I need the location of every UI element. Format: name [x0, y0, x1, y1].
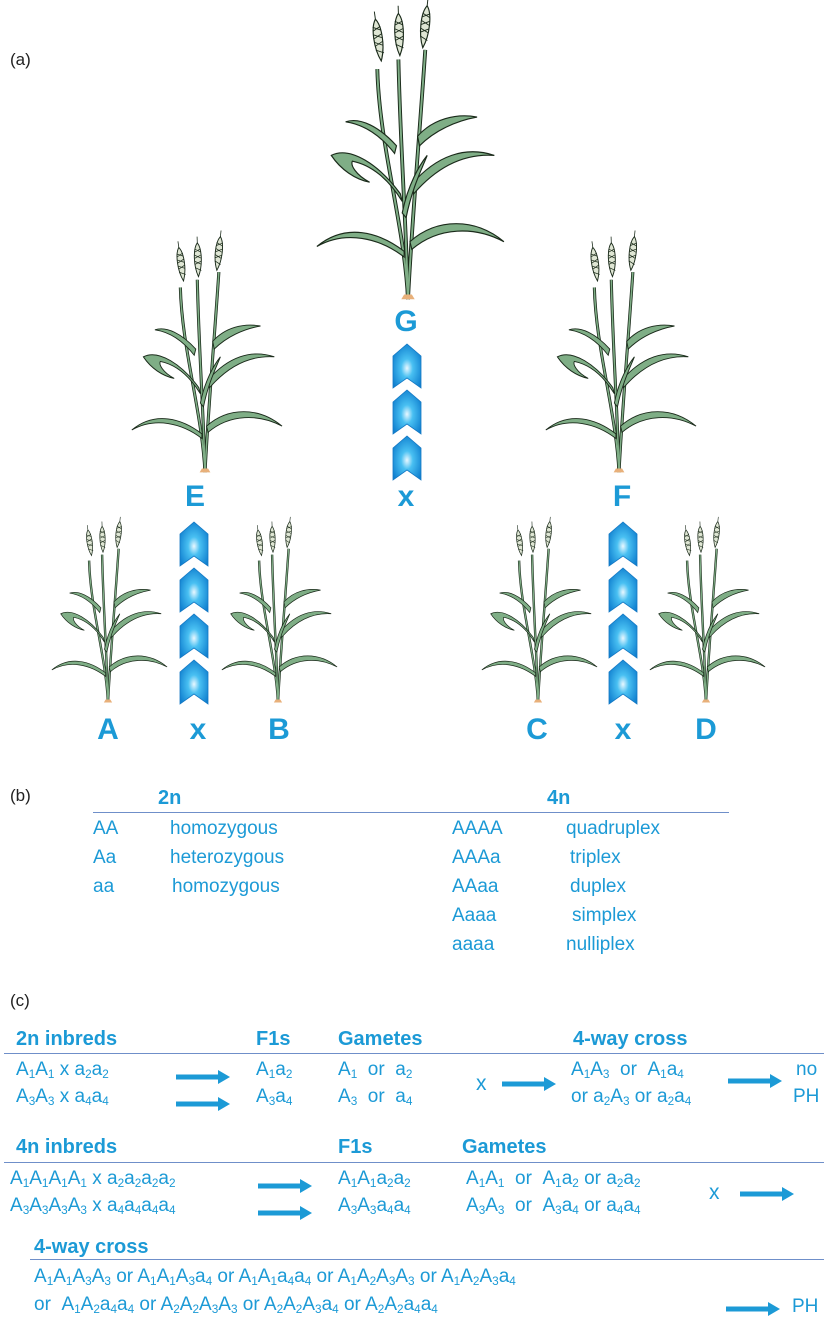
plant-label-g: G — [386, 305, 426, 339]
plant-label-f: F — [602, 480, 642, 514]
right-arrow-icon — [258, 1179, 314, 1193]
right-arrow-icon — [726, 1074, 786, 1088]
cross-symbol-cd: x — [603, 713, 643, 747]
tetraploid-term: quadruplex — [566, 818, 660, 840]
ploidy-rule — [93, 812, 729, 813]
right-arrow-icon — [740, 1187, 796, 1201]
tetraploid-term: simplex — [572, 905, 636, 927]
diploid-term: homozygous — [170, 818, 278, 840]
panel-label-a: (a) — [10, 50, 31, 70]
cross-4n-1: A1A1A1A1 x a2a2a2a2 — [10, 1168, 175, 1190]
chevron-arrow-icon-g — [393, 344, 421, 484]
plant-label-c: C — [517, 713, 557, 747]
wheat-plant-icon-g — [298, 0, 518, 305]
plant-label-a: A — [88, 713, 128, 747]
header-f1s: F1s — [338, 1136, 372, 1159]
wheat-plant-icon-b — [212, 518, 344, 706]
header-4-way-cross: 4-way cross — [34, 1236, 149, 1259]
header-gametes: Gametes — [338, 1028, 423, 1051]
cross-symbol-4n: x — [709, 1181, 720, 1205]
cross-symbol-ab: x — [178, 713, 218, 747]
tetraploid-term: nulliplex — [566, 934, 635, 956]
fourway-2n-1: A1A3 or A1a4 — [571, 1059, 684, 1081]
f1-4n-1: A1A1a2a2 — [338, 1168, 411, 1190]
result-no: no — [796, 1059, 817, 1081]
wheat-plant-icon-f — [534, 232, 704, 477]
header-2n-inbreds: 2n inbreds — [16, 1028, 117, 1051]
tetraploid-term: triplex — [570, 847, 621, 869]
header-4n-inbreds: 4n inbreds — [16, 1136, 117, 1159]
diploid-genotype: aa — [93, 876, 114, 898]
f1-2n-2: A3a4 — [256, 1086, 292, 1108]
header-gametes: Gametes — [462, 1136, 547, 1159]
f1-2n-1: A1a2 — [256, 1059, 292, 1081]
fourway-4n-2: or A1A2a4a4 or A2A2A3A3 or A2A2A3a4 or A… — [34, 1294, 438, 1316]
gametes-2n-2: A3 or a4 — [338, 1086, 412, 1108]
tetraploid-genotype: aaaa — [452, 934, 494, 956]
chevron-arrow-icon-f — [609, 522, 637, 712]
cross-symbol-g: x — [386, 480, 426, 514]
plant-label-b: B — [259, 713, 299, 747]
scheme-4way-rule — [30, 1259, 824, 1260]
fourway-4n-1: A1A1A3A3 or A1A1A3a4 or A1A1a4a4 or A1A2… — [34, 1266, 516, 1288]
chevron-arrow-icon-e — [180, 522, 208, 712]
ploidy-header-4n: 4n — [547, 787, 570, 810]
diploid-term: heterozygous — [170, 847, 284, 869]
scheme-4n-rule — [4, 1162, 824, 1163]
right-arrow-icon — [502, 1077, 558, 1091]
right-arrow-icon — [176, 1070, 232, 1084]
cross-symbol-2n: x — [476, 1072, 487, 1096]
cross-2n-2: A3A3 x a4a4 — [16, 1086, 109, 1108]
panel-label-c: (c) — [10, 991, 30, 1011]
wheat-plant-icon-d — [640, 518, 772, 706]
result-ph: PH — [792, 1296, 818, 1318]
gametes-2n-1: A1 or a2 — [338, 1059, 412, 1081]
wheat-plant-icon-a — [42, 518, 174, 706]
right-arrow-icon — [258, 1206, 314, 1220]
plant-label-d: D — [686, 713, 726, 747]
tetraploid-genotype: AAAa — [452, 847, 501, 869]
tetraploid-genotype: AAaa — [452, 876, 498, 898]
tetraploid-genotype: AAAA — [452, 818, 503, 840]
tetraploid-term: duplex — [570, 876, 626, 898]
gametes-4n-1: A1A1 or A1a2 or a2a2 — [466, 1168, 641, 1190]
panel-label-b: (b) — [10, 786, 31, 806]
gametes-4n-2: A3A3 or A3a4 or a4a4 — [466, 1195, 641, 1217]
fourway-2n-2: or a2A3 or a2a4 — [571, 1086, 691, 1108]
plant-label-e: E — [175, 480, 215, 514]
scheme-2n-rule — [4, 1053, 824, 1054]
right-arrow-icon — [726, 1302, 782, 1316]
right-arrow-icon — [176, 1097, 232, 1111]
header-f1s: F1s — [256, 1028, 290, 1051]
wheat-plant-icon-e — [120, 232, 290, 477]
f1-4n-2: A3A3a4a4 — [338, 1195, 411, 1217]
diploid-term: homozygous — [172, 876, 280, 898]
cross-2n-1: A1A1 x a2a2 — [16, 1059, 109, 1081]
header-4-way-cross: 4-way cross — [573, 1028, 688, 1051]
cross-4n-2: A3A3A3A3 x a4a4a4a4 — [10, 1195, 175, 1217]
ploidy-header-2n: 2n — [158, 787, 181, 810]
wheat-plant-icon-c — [472, 518, 604, 706]
tetraploid-genotype: Aaaa — [452, 905, 496, 927]
result-ph: PH — [793, 1086, 819, 1108]
diploid-genotype: AA — [93, 818, 118, 840]
diploid-genotype: Aa — [93, 847, 116, 869]
